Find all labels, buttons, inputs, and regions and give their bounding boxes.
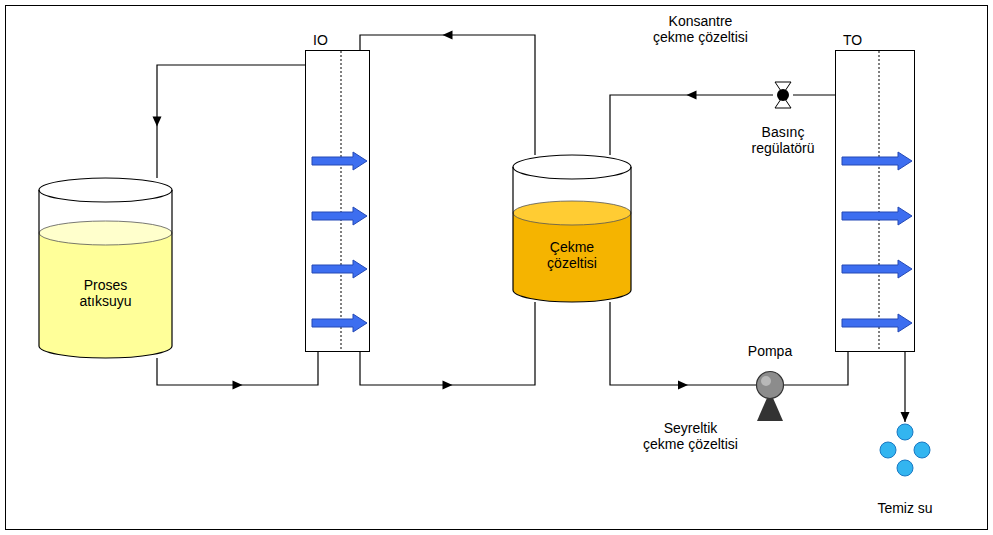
drops-drawing	[876, 422, 934, 480]
pipe-connector	[793, 94, 835, 95]
pipe-connector	[610, 302, 756, 385]
pump-node: Pompa	[756, 371, 784, 399]
tank-body	[513, 167, 631, 302]
liquid	[39, 233, 172, 358]
node-label: Basınç regülatörü	[743, 124, 823, 156]
pump-body	[757, 372, 784, 399]
pipe-connector	[360, 35, 535, 155]
arrowhead	[901, 412, 910, 422]
module-drawing	[306, 51, 369, 351]
pump-shine	[761, 376, 771, 386]
flux-arrow	[312, 260, 367, 278]
flux-arrow	[842, 260, 912, 278]
pipe-connector	[157, 352, 318, 385]
liquid-surface	[513, 201, 631, 225]
beaker-drawing	[512, 155, 632, 302]
water-drop	[880, 442, 896, 458]
flux-arrow	[312, 314, 367, 332]
beaker-drawing	[38, 178, 173, 358]
tank-rim	[39, 178, 172, 202]
valve-drawing	[773, 82, 793, 108]
arrowhead	[687, 91, 697, 100]
node-label: IO	[313, 32, 328, 48]
tank-rim	[513, 155, 631, 179]
beaker-node: Proses atıksuyu	[38, 178, 173, 358]
node-label: Temiz su	[877, 500, 932, 516]
valve-node: Basınç regülatörü	[773, 82, 793, 108]
flux-arrow	[312, 152, 367, 170]
tank-outline	[39, 190, 172, 358]
tank-body	[39, 190, 172, 358]
edge-label: Seyreltik çekme çözeltisi	[642, 420, 739, 452]
water-drop	[897, 424, 913, 440]
module-drawing	[836, 51, 914, 351]
liquid-surface	[39, 221, 172, 245]
water-drop	[897, 460, 913, 476]
flux-arrow	[312, 207, 367, 225]
beaker-node: Çekme çözeltisi	[512, 155, 632, 302]
valve-body	[777, 89, 789, 101]
water-drop	[914, 442, 930, 458]
module-node: TO	[835, 50, 915, 352]
arrowhead	[443, 381, 453, 390]
pipe-connector	[360, 302, 535, 385]
arrowhead	[153, 117, 162, 127]
pipe-connector	[157, 65, 305, 178]
module-node: IO	[305, 50, 370, 352]
membrane-line	[879, 51, 880, 351]
flux-arrow	[842, 314, 912, 332]
tank-label: Çekme çözeltisi	[535, 239, 610, 271]
arrowhead	[233, 381, 243, 390]
node-label: TO	[843, 32, 862, 48]
frame	[6, 6, 988, 530]
arrowhead	[443, 31, 453, 40]
drops-node: Temiz su	[876, 422, 934, 480]
tank-outline	[513, 167, 631, 302]
pump-drawing	[756, 371, 784, 399]
liquid	[513, 213, 631, 302]
pipe-connector	[610, 95, 773, 155]
tank-label: Proses atıksuyu	[68, 277, 143, 309]
node-label: Pompa	[748, 343, 792, 359]
membrane-line	[341, 51, 342, 351]
flux-arrow	[842, 207, 912, 225]
pipe-connector	[904, 352, 905, 422]
pipe-connector	[784, 352, 848, 385]
flux-arrow	[842, 152, 912, 170]
arrowhead	[678, 381, 688, 390]
edge-label: Konsantre çekme çözeltisi	[652, 13, 749, 45]
